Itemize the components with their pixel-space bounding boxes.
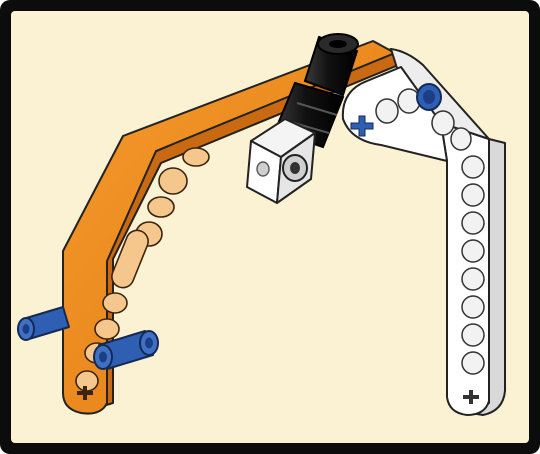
instruction-panel [11,11,529,443]
white-cube-connector [247,119,315,203]
blue-pin-white-beam [417,84,441,110]
blue-pin-upper [18,307,69,340]
build-step-illustration [11,11,529,443]
